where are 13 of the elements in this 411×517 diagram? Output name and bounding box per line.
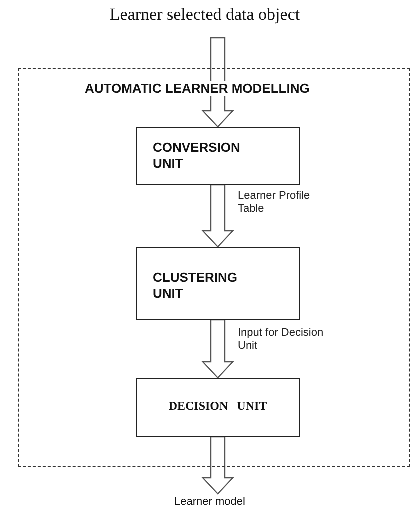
- group-heading: AUTOMATIC LEARNER MODELLING: [83, 81, 312, 96]
- block-arrow: [202, 184, 234, 248]
- dashed-group-frame: [18, 68, 410, 467]
- process-box: [136, 127, 300, 185]
- input-label: Learner selected data object: [108, 5, 302, 25]
- process-box: [136, 247, 300, 320]
- block-arrow: [202, 436, 234, 495]
- process-box: [136, 378, 300, 437]
- box-label: DECISION UNIT: [168, 399, 268, 414]
- box-label: CONVERSION UNIT: [153, 140, 242, 172]
- block-arrow: [202, 319, 234, 379]
- output-label: Learner model: [174, 496, 246, 508]
- box-label: CLUSTERING UNIT: [153, 270, 238, 302]
